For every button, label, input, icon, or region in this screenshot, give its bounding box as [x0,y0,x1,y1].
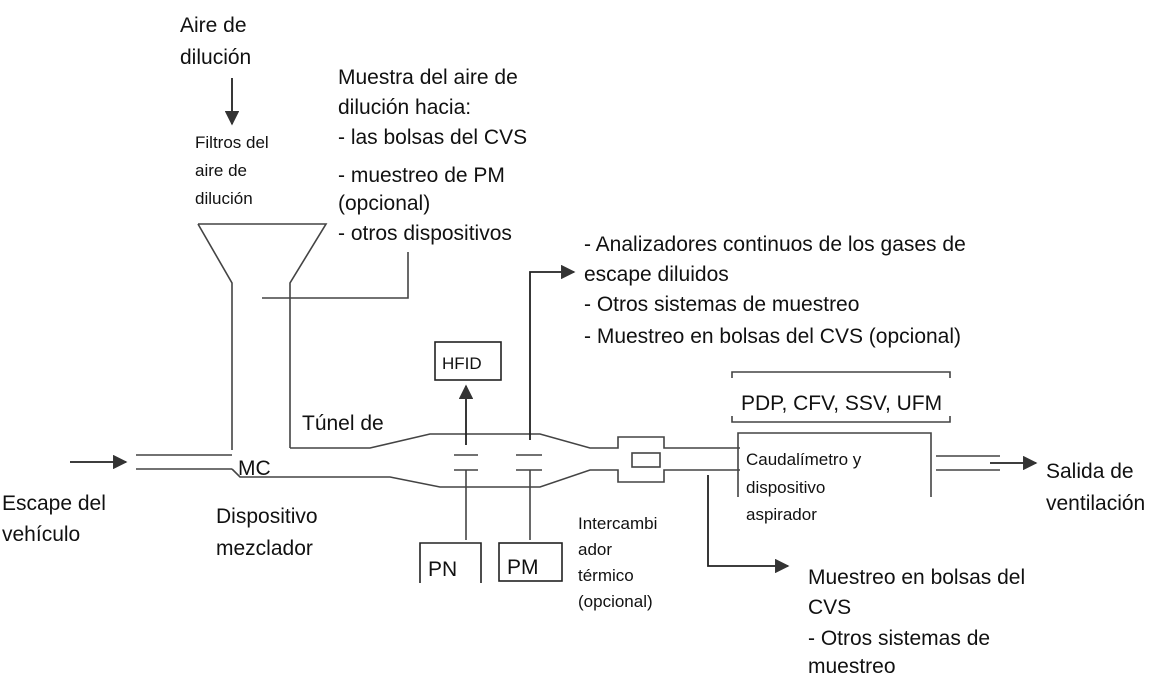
continuous-analyzers-label: - Analizadores continuos de los gases de… [584,233,972,348]
vent-outlet-label: Salida de ventilación [1046,460,1145,515]
flowmeter-box [737,432,932,497]
dilution-tunnel-bottom-wall [231,468,740,488]
pn-label: PN [428,558,457,581]
tunnel-label: Túnel de [302,412,384,435]
cvs-bag-sample-line [707,475,790,574]
cvs-bags-sampling-label: Muestreo en bolsas del CVS - Otros siste… [808,566,1031,677]
flow-devices-bracket [731,371,951,423]
dilution-sample-line [262,252,409,299]
flow-devices-label: PDP, CFV, SSV, UFM [741,392,942,415]
pm-box [498,542,563,582]
dilution-air-label: Aire de dilución [180,14,252,69]
pm-label: PM [507,556,539,579]
vehicle-exhaust-label: Escape del vehículo [2,492,112,546]
pn-box [419,542,482,583]
heat-exchanger-element [631,452,661,468]
dilution-air-filter-funnel [197,223,328,450]
dilution-sample-label: Muestra del aire de dilución hacia: - la… [338,66,533,245]
mixing-device-label: Dispositivo mezclador [216,505,323,560]
hfid-box [434,341,502,381]
dilution-filters-label: Filtros del aire de dilución [195,133,273,208]
mixing-chamber-label: MC [238,457,271,480]
heat-exchanger-label: Intercambi ador térmico (opcional) [578,514,662,611]
continuous-analyzers-probe [529,264,576,440]
flowmeter-label: Caudalímetro y dispositivo aspirador [746,450,866,524]
dilution-tunnel-top-wall [290,433,740,449]
hfid-label: HFID [442,354,482,373]
